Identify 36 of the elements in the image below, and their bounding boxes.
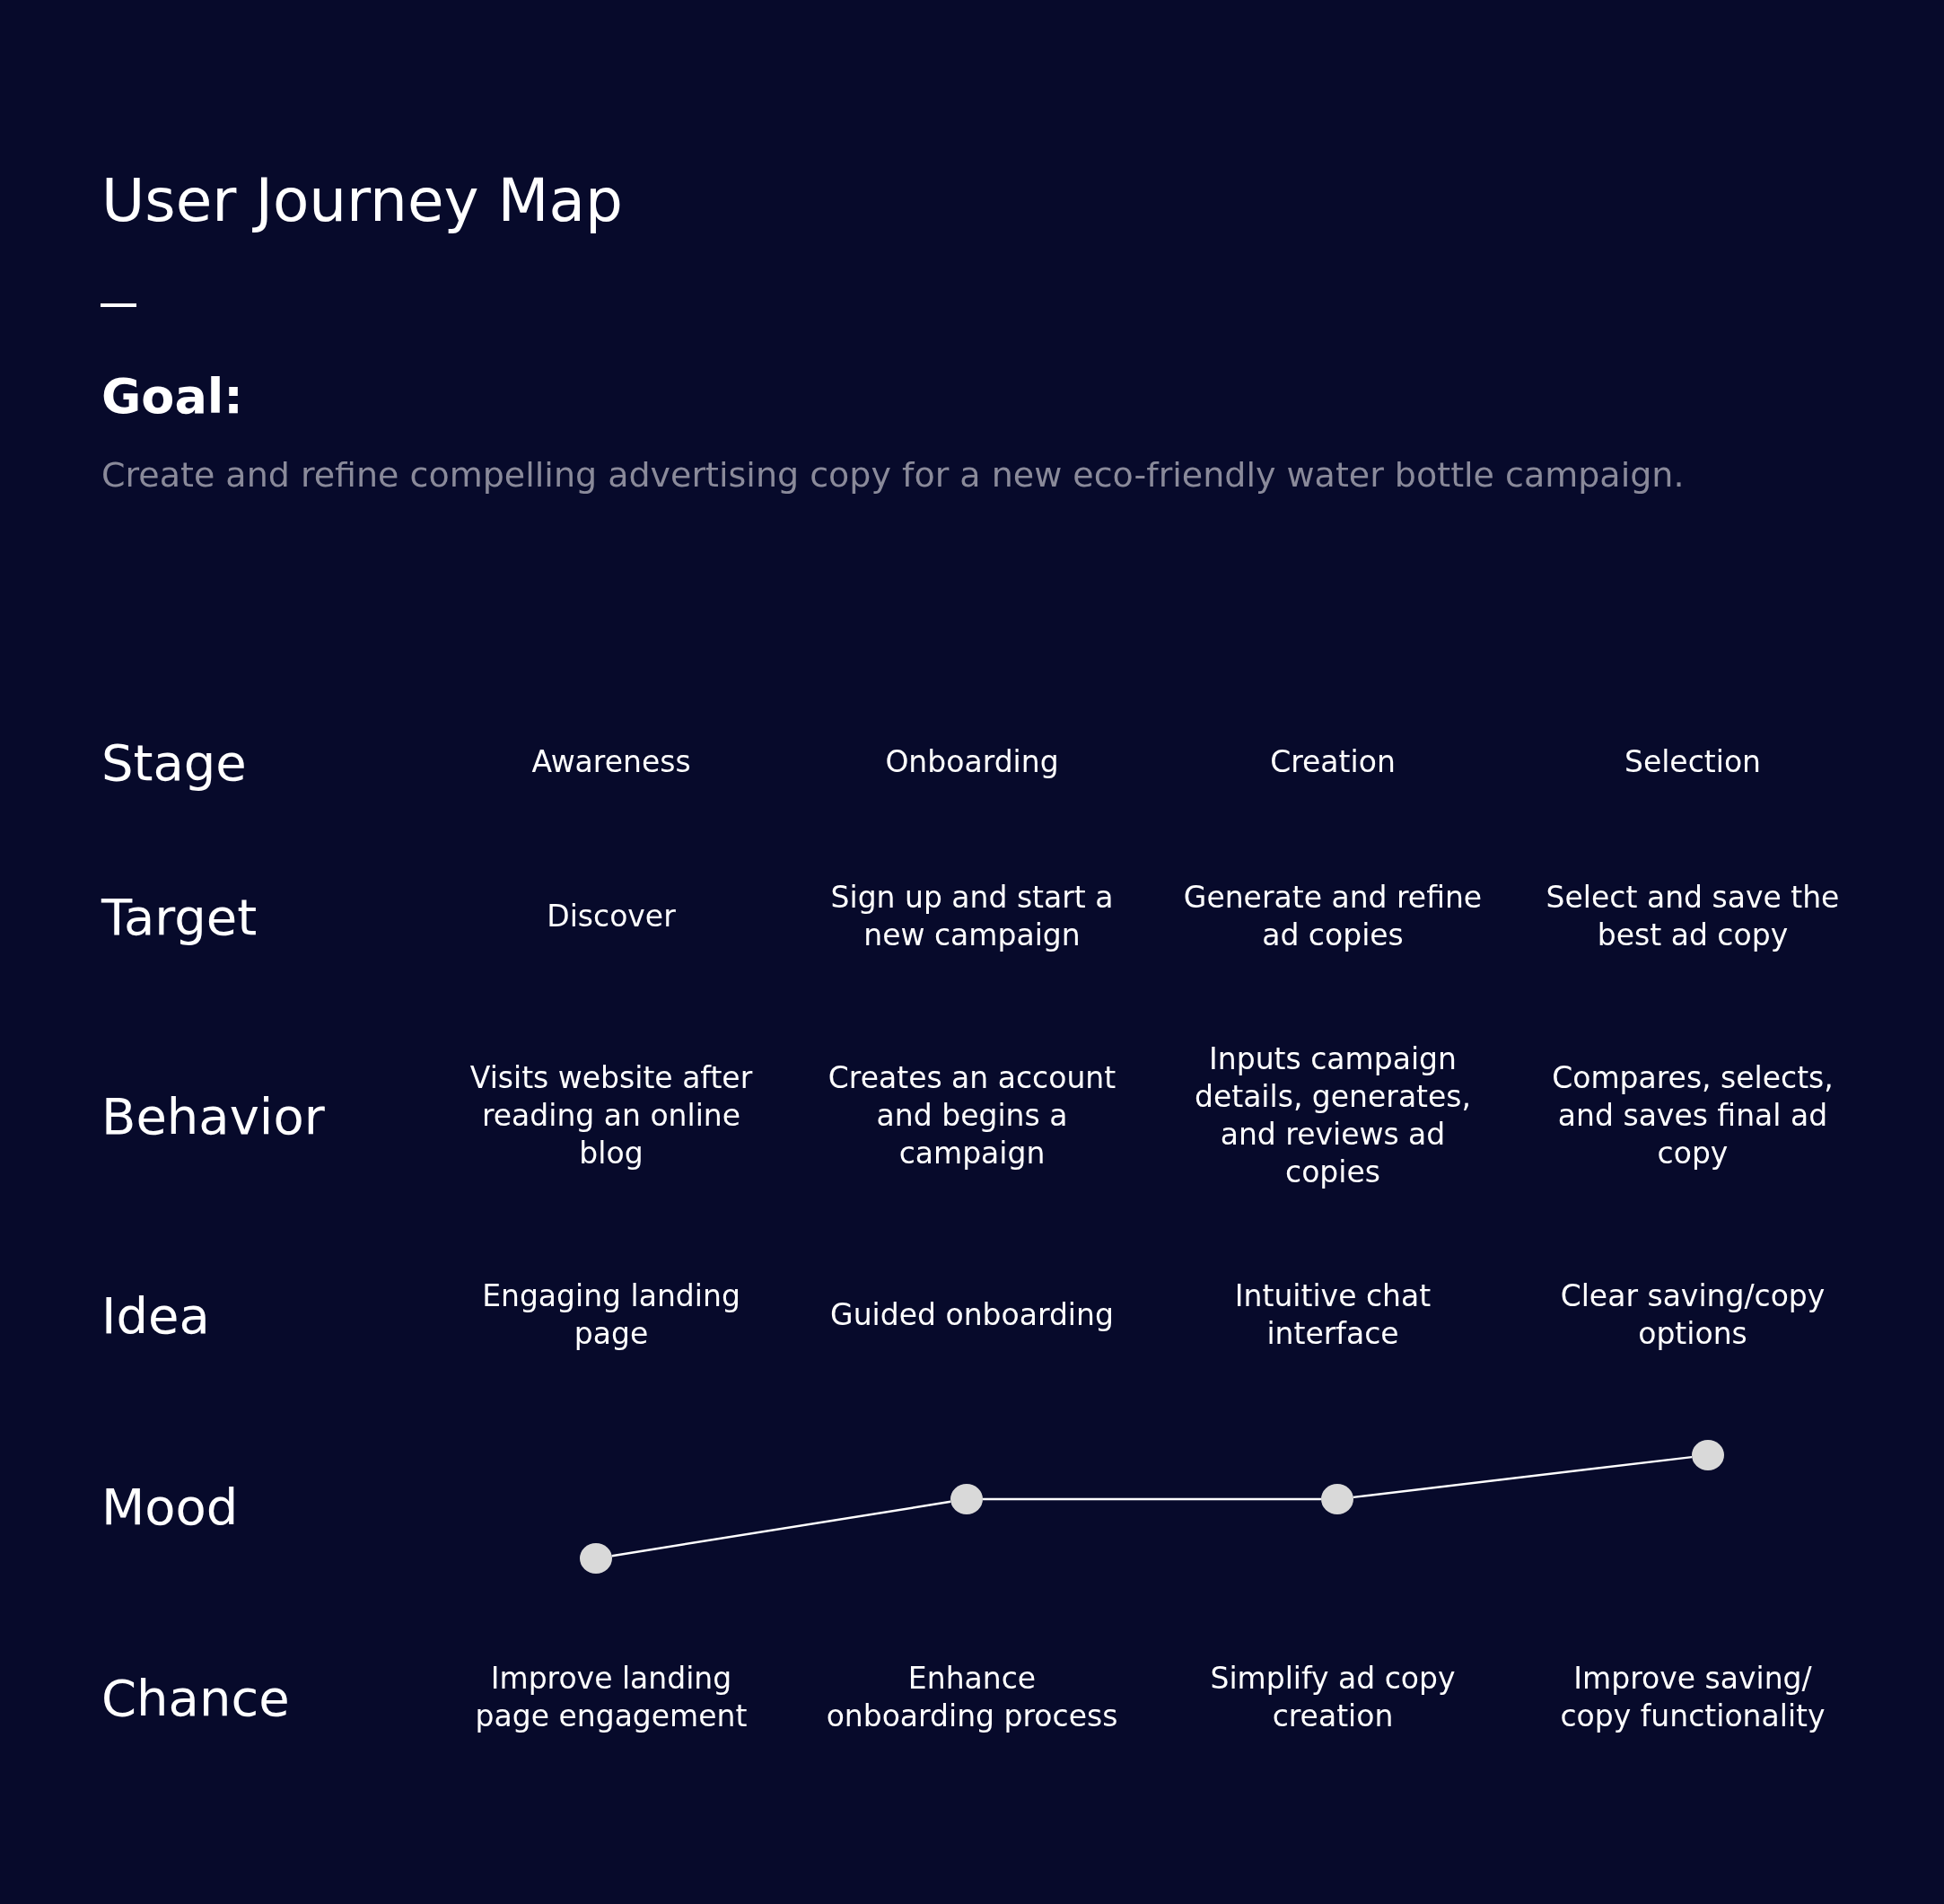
title: User Journey Map: [101, 166, 623, 235]
table-cell-text: Improve saving/ copy functionality: [1559, 1660, 1826, 1735]
mood-point: [1692, 1440, 1724, 1470]
table-cell-text: Creates an account and begins a campaign: [827, 1059, 1117, 1172]
mood-point: [580, 1543, 612, 1574]
table-cell-text: Compares, selects, and saves final ad copy: [1551, 1059, 1835, 1172]
row-header: Behavior: [101, 1086, 325, 1145]
table-cell-text: Inputs campaign details, generates, and reviews ad copies: [1193, 1040, 1473, 1191]
row-header: Stage: [101, 733, 247, 792]
table-cell-text: Discover: [546, 898, 677, 935]
mood-line: [983, 1497, 1321, 1501]
row-header: Chance: [101, 1668, 290, 1727]
table-cell-text: Improve landing page engagement: [474, 1660, 749, 1735]
table-cell-text: Enhance onboarding process: [825, 1660, 1119, 1735]
mood-line: [611, 1500, 951, 1557]
table-cell-text: Generate and refine ad copies: [1182, 879, 1484, 954]
goal-description: Create and refine compelling advertising copy for a new eco-friendly water bottle campaign.: [101, 454, 1686, 496]
mood-point: [1321, 1484, 1353, 1514]
table-cell-text: Clear saving/copy options: [1559, 1277, 1826, 1353]
goal-heading: Goal:: [101, 368, 243, 425]
table-cell-text: Intuitive chat interface: [1233, 1277, 1432, 1353]
table-cell-text: Onboarding: [884, 743, 1060, 781]
table-cell-text: Guided onboarding: [829, 1296, 1115, 1334]
table-cell-text: Sign up and start a new campaign: [829, 879, 1115, 954]
mood-point: [950, 1484, 983, 1514]
table-cell-text: Awareness: [530, 743, 692, 781]
table-cell-text: Creation: [1269, 743, 1397, 781]
table-cell-text: Selection: [1623, 743, 1763, 781]
row-header: Mood: [101, 1477, 239, 1536]
table-cell-text: Select and save the best ad copy: [1545, 879, 1841, 954]
row-header: Idea: [101, 1285, 210, 1345]
row-header: Target: [101, 887, 258, 946]
mood-line: [1353, 1455, 1693, 1499]
table-cell-text: Simplify ad copy creation: [1209, 1660, 1457, 1735]
table-cell-text: Engaging landing page: [481, 1277, 741, 1353]
table-cell-text: Visits website after reading an online blog: [468, 1059, 754, 1172]
